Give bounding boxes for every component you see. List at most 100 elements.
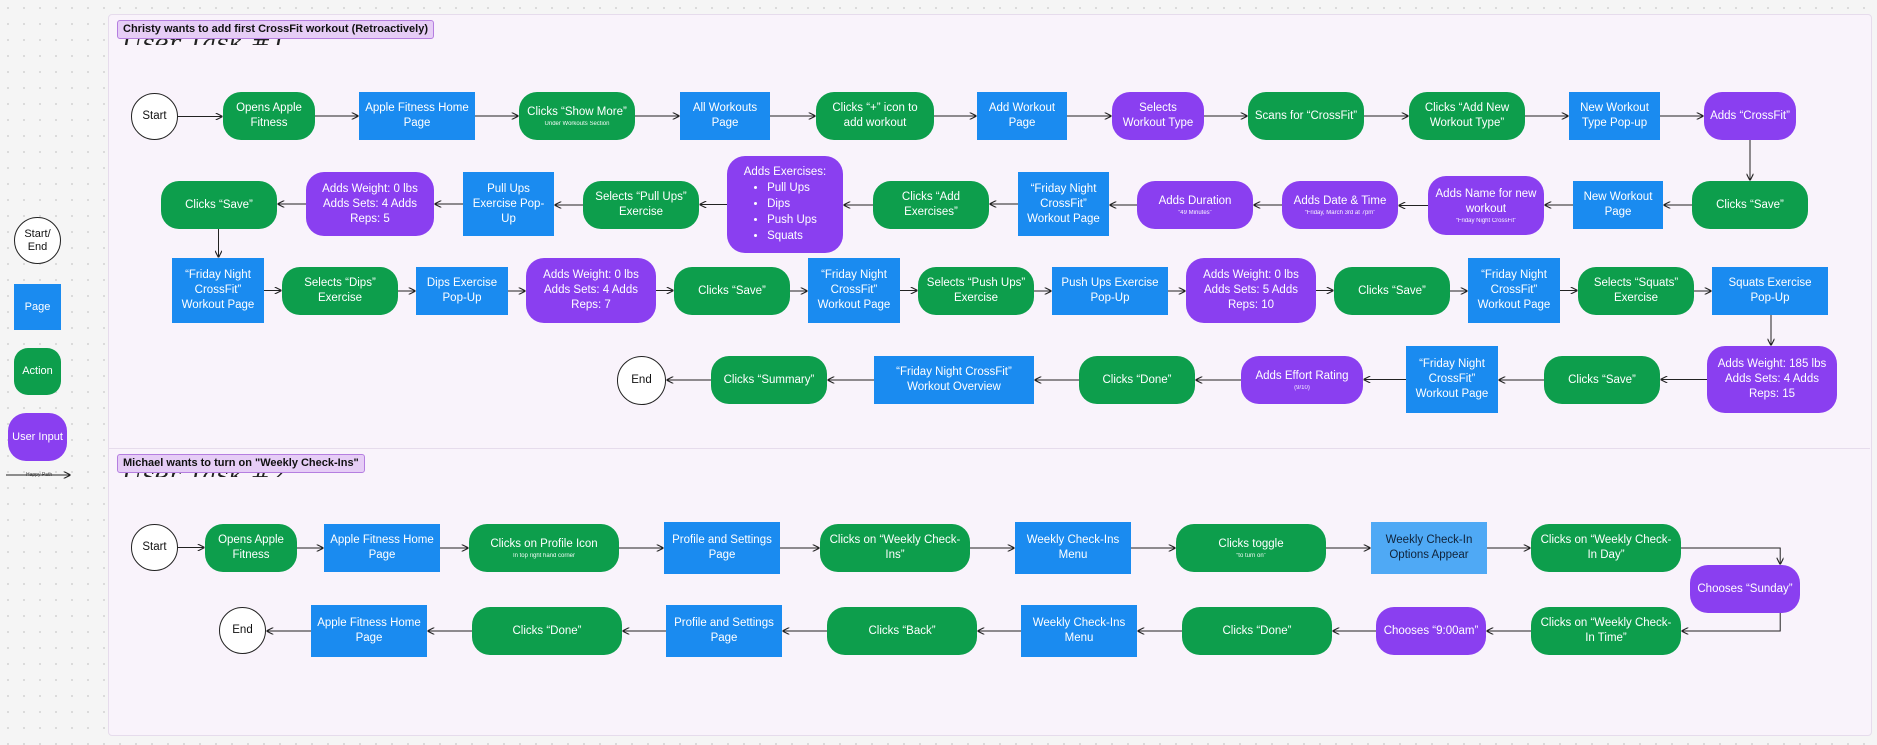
t2-profile-settings-2-node: Profile and Settings Page bbox=[666, 605, 782, 657]
t1-overview-label: “Friday Night CrossFit” Workout Overview bbox=[896, 366, 1012, 393]
t1-adds-name-node: Adds Name for new workout“Friday Night C… bbox=[1428, 176, 1544, 235]
t2-clicks-profile-label: Clicks on Profile Icon bbox=[490, 537, 598, 550]
t1-selects-workout-type-label: Selects Workout Type bbox=[1122, 102, 1194, 129]
t1-clicks-save-5-label: Clicks “Save” bbox=[1568, 373, 1636, 386]
t2-start-node: Start bbox=[131, 524, 178, 571]
legend-user-input: User Input bbox=[8, 413, 67, 461]
t2-opens-apple-fitness-node: Opens Apple Fitness bbox=[205, 524, 297, 572]
t2-weekly-menu-label: Weekly Check-Ins Menu bbox=[1026, 534, 1120, 561]
t1-end-node: End bbox=[617, 356, 666, 405]
t1-squats-popup-node: Squats Exercise Pop-Up bbox=[1712, 267, 1828, 315]
t1-adds-duration-node: Adds Duration“49 Minutes” bbox=[1137, 181, 1253, 229]
t1-pull-ups-stats-node: Adds Weight: 0 lbs Adds Sets: 4 Adds Rep… bbox=[306, 172, 434, 236]
t1-fitness-home-label: Apple Fitness Home Page bbox=[365, 102, 469, 129]
t1-adds-crossfit-label: Adds “CrossFit” bbox=[1710, 109, 1790, 122]
t1-clicks-show-more-sublabel: Under Workouts Section bbox=[544, 120, 610, 127]
t1-opens-apple-fitness-label: Opens Apple Fitness bbox=[236, 102, 302, 129]
t2-profile-settings-label: Profile and Settings Page bbox=[672, 534, 772, 561]
t2-chooses-sunday-label: Chooses “Sunday” bbox=[1697, 582, 1793, 595]
t2-weekly-menu-2-node: Weekly Check-Ins Menu bbox=[1021, 605, 1137, 657]
t2-fitness-home-node: Apple Fitness Home Page bbox=[324, 524, 440, 572]
t1-clicks-plus-node: Clicks “+” icon to add workout bbox=[816, 92, 934, 140]
t2-chooses-9am-label: Chooses “9:00am” bbox=[1383, 624, 1479, 637]
t1-fnc-page-4-node: “Friday Night CrossFit” Workout Page bbox=[1468, 258, 1560, 323]
t1-fitness-home-node: Apple Fitness Home Page bbox=[359, 92, 475, 140]
t1-clicks-show-more-node: Clicks “Show More” Under Workouts Section bbox=[519, 92, 635, 140]
t2-clicks-checkin-time-label: Clicks on “Weekly Check-In Time” bbox=[1540, 617, 1672, 644]
t1-clicks-show-more-label: Clicks “Show More” bbox=[527, 105, 627, 118]
t1-adds-effort-label: Adds Effort Rating bbox=[1255, 369, 1349, 382]
t2-fitness-home-label: Apple Fitness Home Page bbox=[330, 534, 434, 561]
t1-fnc-page-2-label: “Friday Night CrossFit” Workout Page bbox=[181, 269, 255, 311]
t1-new-type-popup-node: New Workout Type Pop-up bbox=[1569, 92, 1660, 140]
t2-clicks-checkin-day-label: Clicks on “Weekly Check-In Day” bbox=[1540, 534, 1672, 561]
t2-end-node: End bbox=[219, 607, 266, 654]
legend-terminal: Start/ End bbox=[14, 217, 61, 264]
t2-clicks-done-1-node: Clicks “Done” bbox=[1182, 607, 1332, 655]
t1-selects-dips-node: Selects “Dips” Exercise bbox=[282, 267, 398, 315]
t2-fitness-home-2-node: Apple Fitness Home Page bbox=[311, 605, 427, 657]
t1-all-workouts-node: All Workouts Page bbox=[680, 92, 770, 140]
t1-selects-push-ups-label: Selects “Push Ups” Exercise bbox=[926, 277, 1026, 304]
t1-clicks-add-exercises-label: Clicks “Add Exercises” bbox=[901, 191, 961, 218]
t1-selects-squats-label: Selects “Squats” Exercise bbox=[1593, 277, 1679, 304]
t1-dips-stats-label: Adds Weight: 0 lbs Adds Sets: 4 Adds Rep… bbox=[543, 269, 639, 311]
t1-clicks-save-3-label: Clicks “Save” bbox=[698, 284, 766, 297]
t1-dips-popup-label: Dips Exercise Pop-Up bbox=[426, 277, 498, 304]
task2-title: Michael wants to turn on "Weekly Check-I… bbox=[117, 454, 365, 473]
t2-profile-settings-node: Profile and Settings Page bbox=[664, 522, 780, 574]
t1-fnc-page-5-label: “Friday Night CrossFit” Workout Page bbox=[1415, 358, 1489, 400]
t1-pull-ups-popup-label: Pull Ups Exercise Pop-Up bbox=[472, 182, 545, 225]
t1-fnc-page-5-node: “Friday Night CrossFit” Workout Page bbox=[1406, 346, 1498, 413]
t1-scans-crossfit-label: Scans for “CrossFit” bbox=[1254, 109, 1358, 122]
t1-clicks-add-type-node: Clicks “Add New Workout Type” bbox=[1409, 92, 1525, 140]
t1-adds-effort-sublabel: (9/10) bbox=[1294, 384, 1310, 391]
t1-opens-apple-fitness-node: Opens Apple Fitness bbox=[223, 92, 315, 140]
t1-push-ups-stats-label: Adds Weight: 0 lbs Adds Sets: 5 Adds Rep… bbox=[1203, 269, 1299, 311]
t1-push-ups-popup-node: Push Ups Exercise Pop-Up bbox=[1052, 267, 1168, 315]
t2-clicks-profile-sublabel: In top right hand corner bbox=[512, 552, 576, 559]
t2-weekly-menu-node: Weekly Check-Ins Menu bbox=[1015, 522, 1131, 574]
t1-clicks-plus-label: Clicks “+” icon to add workout bbox=[832, 102, 918, 129]
t1-clicks-save-4-label: Clicks “Save” bbox=[1358, 284, 1426, 297]
t1-clicks-save-3-node: Clicks “Save” bbox=[674, 267, 790, 315]
t1-add-workout-page-node: Add Workout Page bbox=[977, 92, 1067, 140]
t1-clicks-save-1-node: Clicks “Save” bbox=[1692, 181, 1808, 229]
t2-clicks-toggle-label: Clicks toggle bbox=[1218, 537, 1284, 550]
t1-fnc-page-2-node: “Friday Night CrossFit” Workout Page bbox=[172, 258, 264, 323]
t1-selects-pull-ups-node: Selects “Pull Ups” Exercise bbox=[583, 181, 699, 229]
t2-end-label: End bbox=[232, 624, 253, 636]
t1-fnc-page-3-node: “Friday Night CrossFit” Workout Page bbox=[808, 258, 900, 323]
t1-fnc-page-4-label: “Friday Night CrossFit” Workout Page bbox=[1477, 269, 1551, 311]
t1-end-label: End bbox=[631, 374, 652, 386]
t2-clicks-profile-node: Clicks on Profile Icon In top right hand … bbox=[469, 524, 619, 572]
t1-adds-name-sublabel: “Friday Night CrossFit” bbox=[1455, 217, 1517, 224]
t2-clicks-checkin-time-node: Clicks on “Weekly Check-In Time” bbox=[1531, 607, 1681, 655]
t1-selects-squats-node: Selects “Squats” Exercise bbox=[1578, 267, 1694, 315]
t2-clicks-checkin-day-node: Clicks on “Weekly Check-In Day” bbox=[1531, 524, 1681, 572]
t1-pull-ups-stats-label: Adds Weight: 0 lbs Adds Sets: 4 Adds Rep… bbox=[322, 182, 418, 225]
t1-clicks-save-4-node: Clicks “Save” bbox=[1334, 267, 1450, 315]
legend-happy-path-label: Happy Path bbox=[26, 472, 53, 478]
t2-start-label: Start bbox=[142, 541, 167, 553]
t1-start-label: Start bbox=[142, 110, 167, 122]
t1-squats-stats-node: Adds Weight: 185 lbs Adds Sets: 4 Adds R… bbox=[1707, 346, 1837, 413]
t2-clicks-done-2-node: Clicks “Done” bbox=[472, 607, 622, 655]
t1-adds-date-node: Adds Date & Time“Friday, March 3rd at 7p… bbox=[1282, 181, 1398, 229]
exercise-list-item: Pull Ups bbox=[767, 180, 817, 196]
t2-fitness-home-2-label: Apple Fitness Home Page bbox=[317, 617, 421, 644]
t2-clicks-weekly-label: Clicks on “Weekly Check-Ins” bbox=[829, 534, 961, 561]
legend-action: Action bbox=[14, 348, 61, 395]
t1-adds-date-sublabel: “Friday, March 3rd at 7pm” bbox=[1304, 209, 1376, 216]
t1-adds-exercises-list: Pull UpsDipsPush UpsSquats bbox=[753, 180, 817, 244]
task-divider bbox=[108, 448, 1870, 449]
t1-new-workout-page-node: New Workout Page bbox=[1573, 181, 1663, 229]
t2-clicks-done-1-label: Clicks “Done” bbox=[1222, 624, 1292, 637]
t2-options-appear-node: Weekly Check-In Options Appear bbox=[1371, 522, 1487, 574]
t2-weekly-menu-2-label: Weekly Check-Ins Menu bbox=[1032, 617, 1126, 644]
t1-clicks-add-exercises-node: Clicks “Add Exercises” bbox=[873, 181, 989, 229]
t2-chooses-sunday-node: Chooses “Sunday” bbox=[1690, 565, 1800, 613]
t2-clicks-toggle-sublabel: “to turn on” bbox=[1236, 552, 1266, 559]
t1-overview-node: “Friday Night CrossFit” Workout Overview bbox=[874, 356, 1034, 404]
t1-adds-exercises-node: Adds Exercises:Pull UpsDipsPush UpsSquat… bbox=[727, 156, 843, 253]
